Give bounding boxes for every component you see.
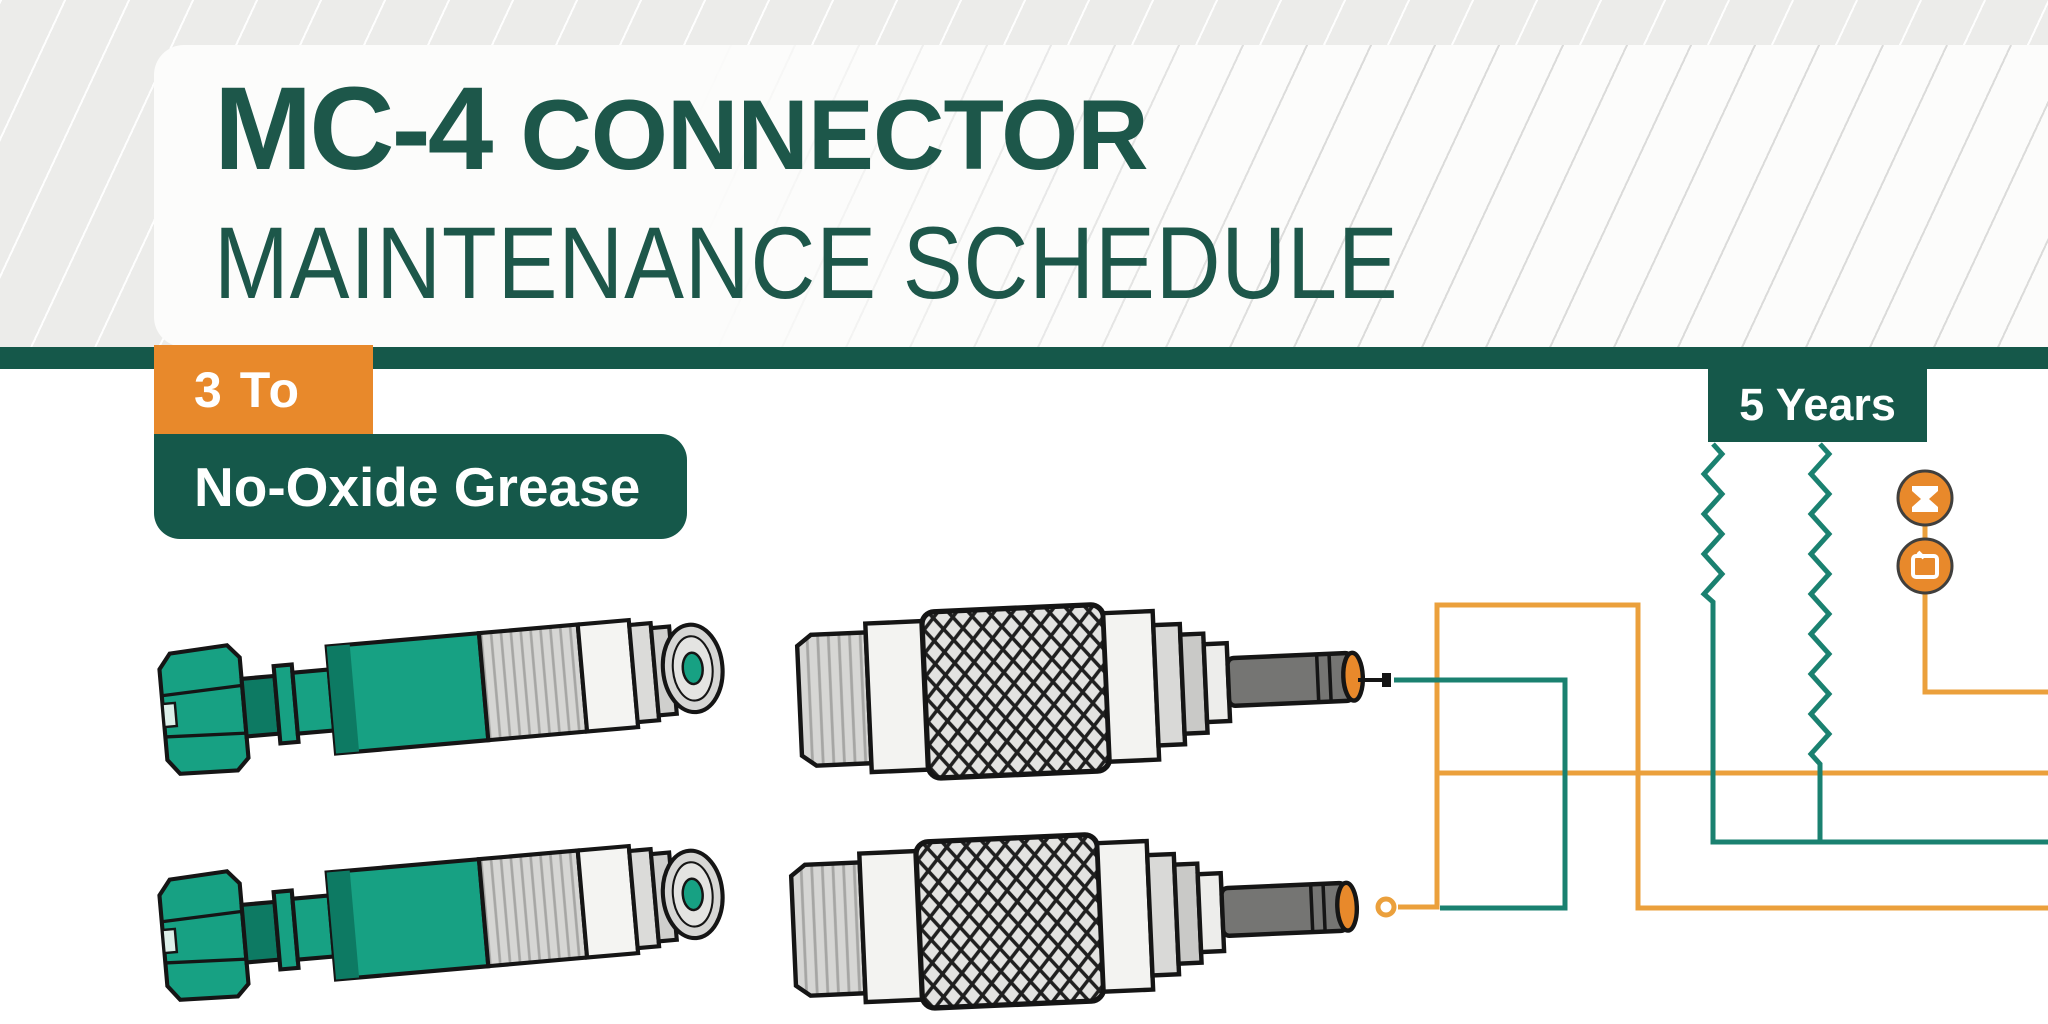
hourglass-icon-glyph — [1912, 486, 1938, 512]
timeline-bar — [0, 347, 2048, 369]
interval-badge-label: 3 To — [194, 361, 302, 418]
orange-wire-loop — [1398, 602, 2048, 911]
grease-tin-icon-flap — [1916, 550, 1926, 560]
grease-badge-label: No-Oxide Grease — [194, 455, 641, 518]
grease-tin-icon — [1896, 537, 1954, 595]
five-years-badge: 5 Years — [1708, 367, 1927, 442]
page-subtitle: MAINTENANCE SCHEDULE — [214, 206, 1399, 320]
grease-badge: No-Oxide Grease — [154, 434, 687, 539]
page-title: MC-4 CONNECTOR — [214, 63, 1149, 195]
grease-tin-icon-glyph — [1911, 554, 1939, 579]
header-card — [154, 45, 2048, 347]
teal-wire-loop — [1394, 677, 1568, 911]
page-title-product: MC-4 — [214, 63, 493, 195]
page-title-rest: CONNECTOR — [520, 79, 1148, 190]
zigzag-wire-right — [1807, 442, 1833, 842]
five-years-badge-label: 5 Years — [1739, 378, 1896, 430]
zigzag-wire-left — [1700, 442, 2048, 845]
bottom-pin-ring — [1375, 896, 1397, 918]
interval-badge: 3 To — [154, 345, 373, 434]
top-pin-dot — [1382, 673, 1391, 687]
icon-chain-wire — [1922, 525, 2048, 695]
